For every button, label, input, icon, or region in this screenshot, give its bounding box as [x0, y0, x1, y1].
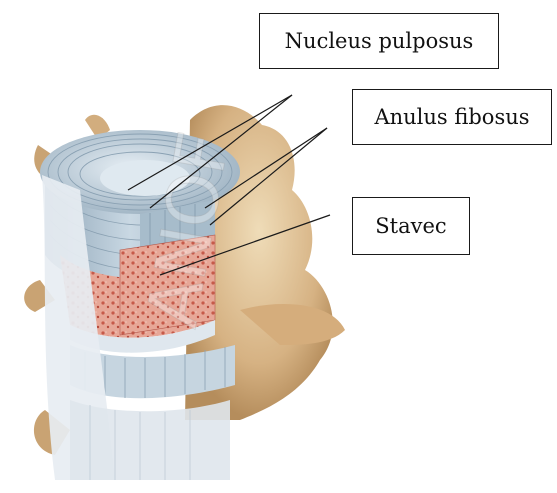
- label-nucleus-pulposus: Nucleus pulposus: [259, 13, 499, 69]
- label-nucleus-text: Nucleus pulposus: [285, 29, 474, 53]
- label-stavec: Stavec: [352, 197, 470, 255]
- label-anulus-text: Anulus fibosus: [374, 105, 529, 129]
- label-stavec-text: Stavec: [375, 214, 446, 238]
- label-anulus-fibosus: Anulus fibosus: [352, 89, 552, 145]
